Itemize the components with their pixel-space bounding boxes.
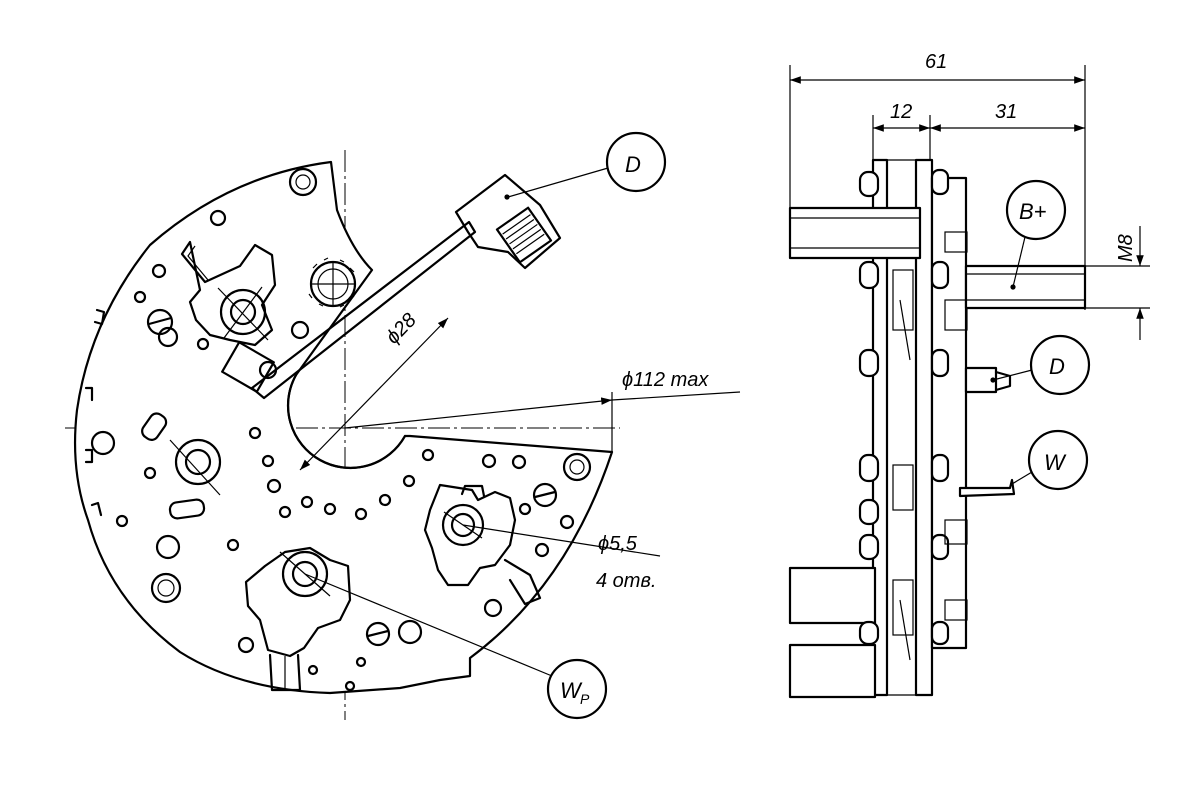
small-holes: [90, 209, 575, 692]
mounting-hole: [288, 167, 318, 197]
front-view: ϕ28 ϕ112 max ϕ5,5 4 отв. D W P: [65, 131, 741, 720]
slot: [168, 498, 206, 520]
dim-line-d28: [299, 317, 449, 471]
side-pin-bottom-2: [788, 643, 877, 699]
diode-cluster-right: [423, 483, 542, 606]
callout-leader-wp: [304, 573, 553, 677]
side-internal-details: [892, 231, 968, 661]
mounting-hole: [150, 572, 182, 604]
callout-bubble-wp: [546, 658, 608, 720]
callout-label-bplus: B+: [1019, 199, 1047, 224]
callout-leader-w: [1011, 471, 1033, 485]
w-terminal-side: [958, 478, 1016, 498]
screw: [532, 482, 558, 508]
screw: [146, 308, 174, 336]
dim-text-m8: M8: [1115, 234, 1137, 262]
callout-bubble-w: [1027, 429, 1089, 491]
dim-text-holes: 4 отв.: [596, 570, 656, 592]
bplus-stud: [964, 264, 1087, 310]
dim-text-d28: ϕ28: [382, 309, 421, 348]
edge-notch: [84, 448, 94, 464]
callout-label-d-side: D: [1049, 354, 1065, 379]
callout-bubble-d-side: [1029, 334, 1091, 396]
dim-text-31: 31: [995, 101, 1017, 123]
dim-leader-d112: [611, 391, 741, 401]
gear-symbol: [308, 257, 357, 308]
callout-label-wp-sub: P: [580, 691, 590, 707]
edge-notch: [90, 501, 103, 517]
slot: [141, 412, 168, 441]
callout-label-w: W: [1044, 450, 1067, 475]
side-view: 61 12 31: [788, 51, 1150, 699]
screw: [365, 621, 391, 647]
callout-bubble-bplus: [1005, 179, 1067, 241]
dim-text-61: 61: [925, 51, 947, 73]
mounting-hole: [169, 438, 222, 496]
dim-text-12: 12: [890, 101, 912, 123]
dim-leader-d55: [462, 524, 661, 557]
callout-bubble-d: [605, 131, 667, 193]
dim-text-d55: ϕ5,5: [598, 533, 638, 555]
side-plate-left: [871, 158, 889, 697]
edge-notch: [84, 386, 94, 402]
dim-line-d112: [344, 397, 613, 429]
callout-leader-d-side: [992, 369, 1033, 381]
edge-notch: [93, 308, 106, 326]
mounting-hole: [562, 452, 592, 482]
dim-text-d112: ϕ112 max: [622, 369, 709, 391]
d-connector-arm: [250, 173, 562, 400]
callout-label-wp: W: [560, 678, 583, 703]
side-pin-top: [788, 206, 922, 260]
side-bushings: [858, 168, 950, 646]
diode-cluster-top: [180, 240, 310, 393]
side-pin-bottom-1: [788, 566, 877, 625]
callout-leader-d: [507, 167, 609, 198]
callout-label-d: D: [625, 152, 641, 177]
side-plate-right: [930, 176, 968, 650]
callout-leader-bplus: [1012, 236, 1026, 288]
